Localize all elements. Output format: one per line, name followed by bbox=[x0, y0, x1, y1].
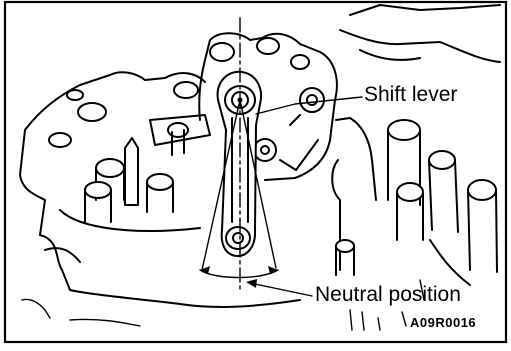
shift-lever-leader bbox=[255, 96, 363, 115]
valve-body bbox=[198, 32, 338, 181]
right-housing bbox=[331, 4, 501, 331]
neutral-indicator bbox=[199, 17, 279, 293]
figure-code-label: A09R0016 bbox=[410, 315, 477, 330]
figure-frame bbox=[3, 0, 508, 344]
neutral-arrowhead bbox=[246, 279, 257, 288]
neutral-position-label: Neutral position bbox=[315, 283, 461, 306]
housing-outline bbox=[19, 71, 301, 327]
shift-lever-label: Shift lever bbox=[364, 83, 458, 106]
code-tick bbox=[401, 311, 407, 327]
neutral-position-leader bbox=[249, 282, 313, 297]
